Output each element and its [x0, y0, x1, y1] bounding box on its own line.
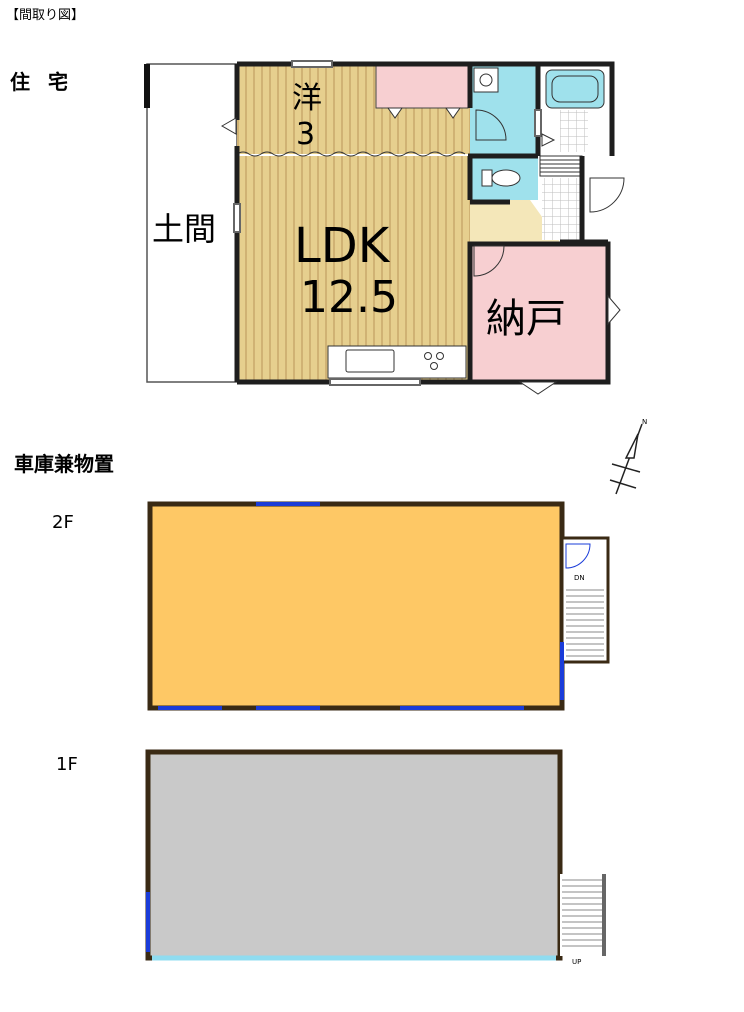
closet [375, 65, 469, 109]
garage-floor-1 [145, 749, 606, 961]
storage-room-name: 納戸 [486, 296, 566, 342]
garage-floor-2 [147, 501, 610, 711]
north-label: N [642, 418, 647, 426]
entrance-hall [470, 200, 560, 242]
floor-1f-label: 1F [56, 754, 78, 775]
ldk-room-size: 12.5 [300, 272, 398, 323]
storage-room [470, 244, 608, 382]
floor-2f-label: 2F [52, 512, 74, 533]
header-label: 【間取り図】 [6, 8, 85, 23]
western-room-name: 洋 [292, 81, 322, 116]
stair-1f-label: UP [572, 958, 581, 966]
western-room-size: 3 [296, 117, 315, 152]
house-title: 住宅 [10, 70, 86, 94]
garage-title: 車庫兼物置 [14, 452, 114, 476]
earthen-floor-name: 土間 [152, 210, 216, 248]
stair-2f-label: DN [574, 574, 585, 582]
sink [345, 349, 395, 373]
earthen-floor-area [146, 63, 238, 383]
north-arrow-icon [609, 423, 643, 495]
ldk-room [237, 156, 470, 382]
house-plan: 洋 3 LDK 12.5 納戸 土間 [144, 60, 625, 395]
ldk-room-name: LDK [294, 218, 391, 274]
